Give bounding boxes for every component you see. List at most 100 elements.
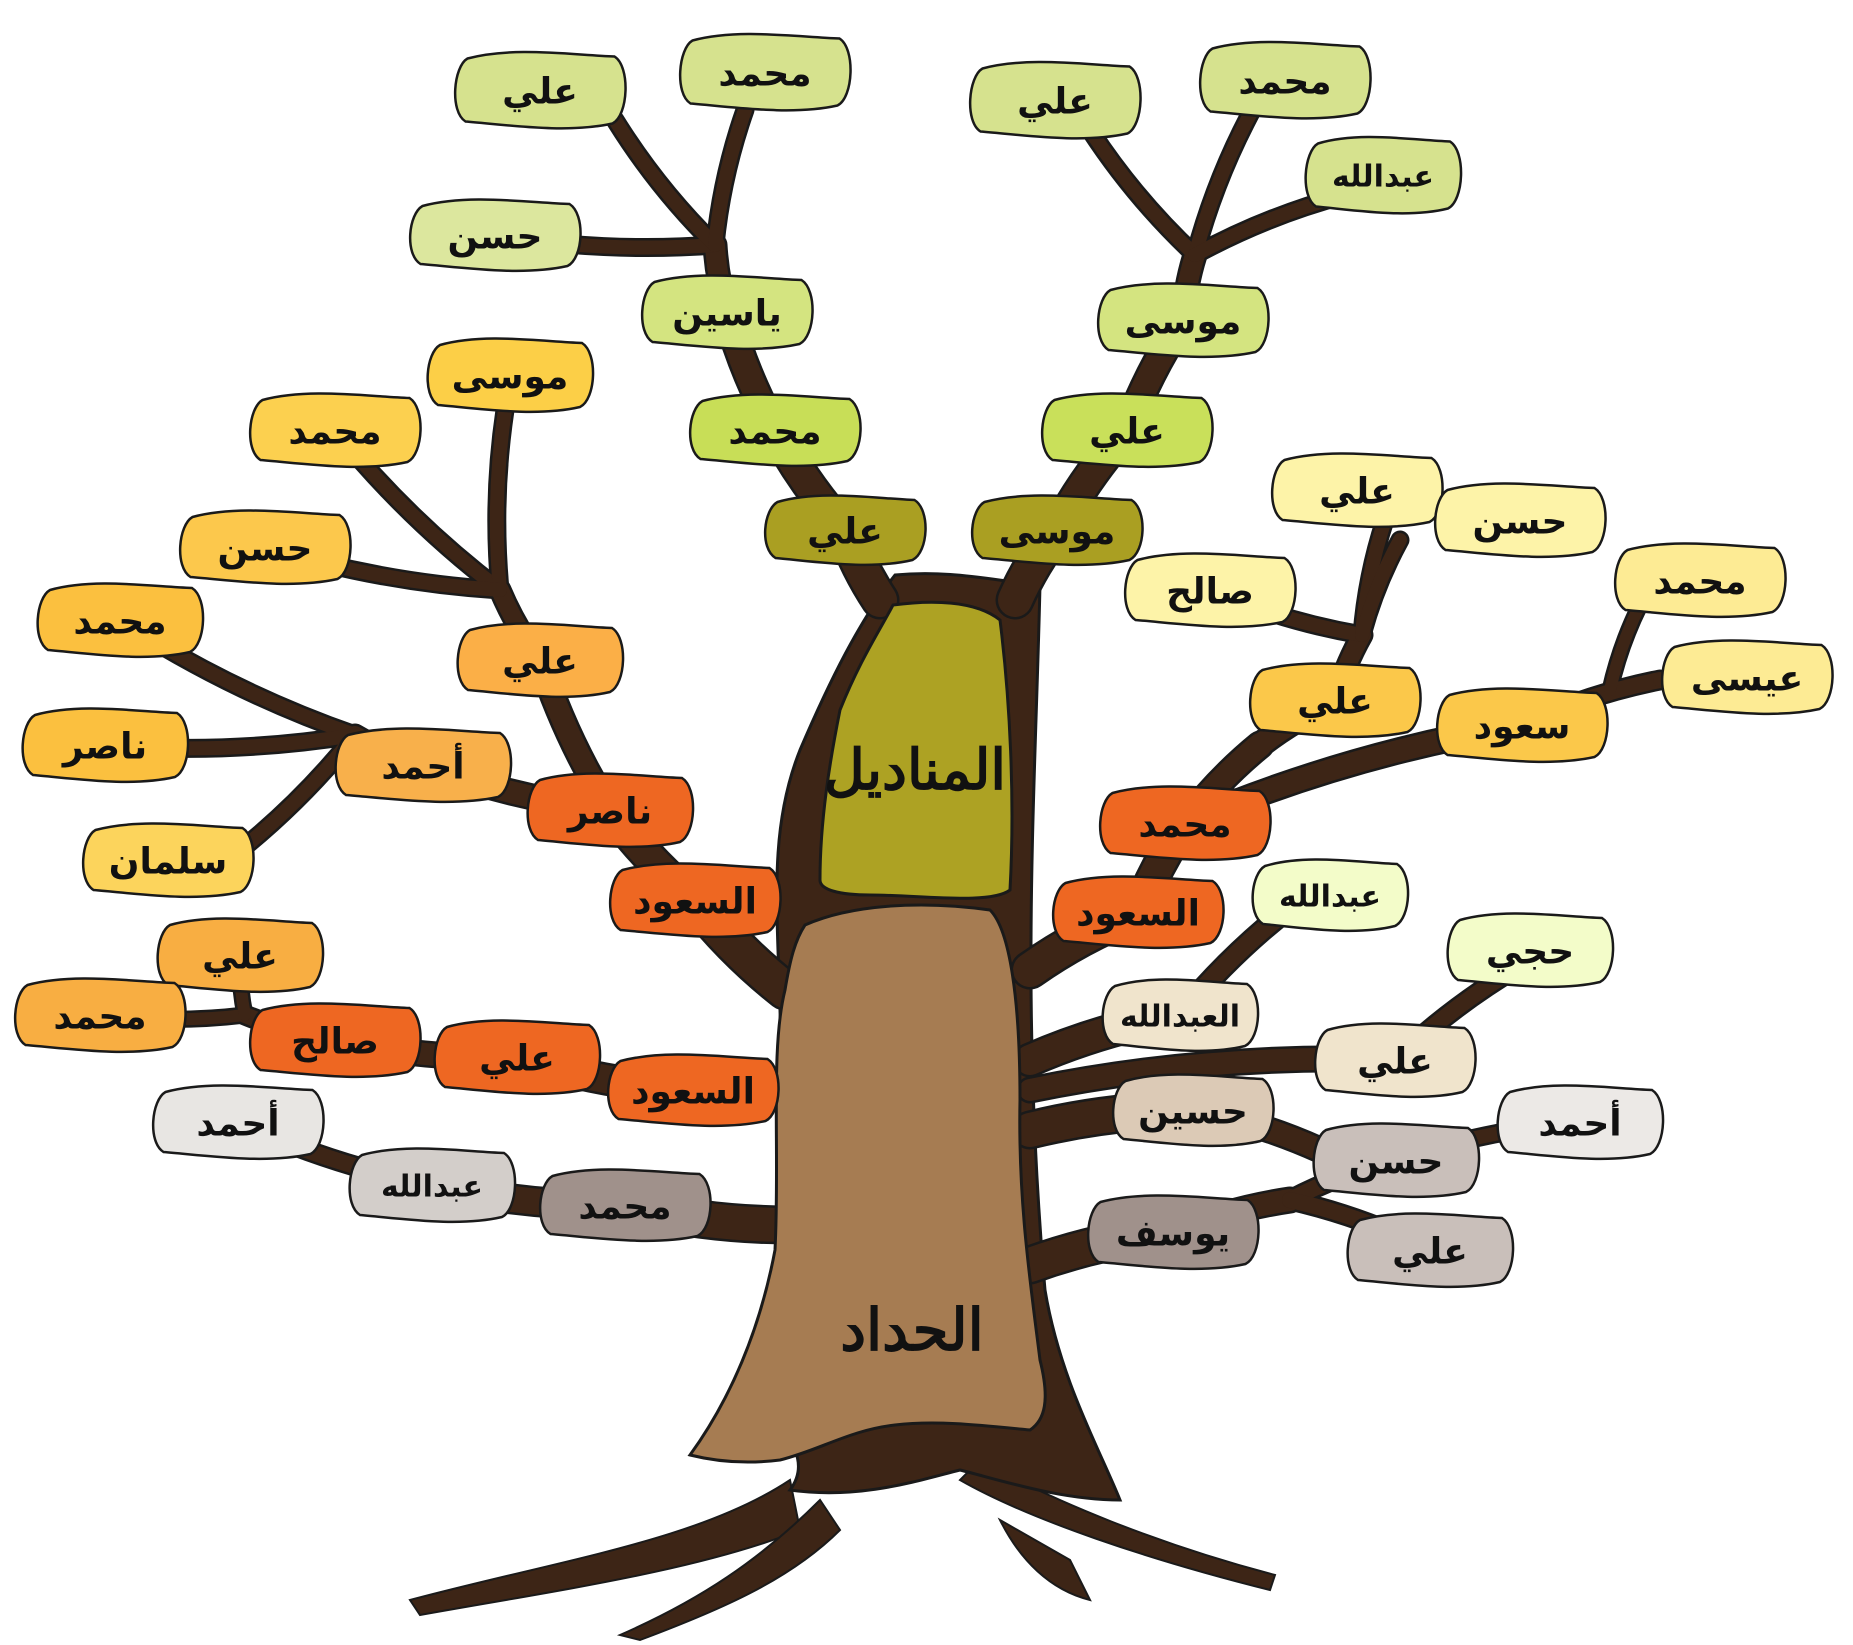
branch (1355, 533, 1407, 642)
name-node-t4: حسن (408, 198, 582, 273)
name-node-label: محمد (1138, 805, 1231, 846)
name-node-label: حسين (1138, 1092, 1248, 1133)
name-node-m4: علي (156, 917, 325, 994)
name-node-shape (453, 50, 627, 130)
branch (1604, 599, 1646, 696)
name-node-u1: موسى (970, 494, 1144, 567)
name-node-shape (970, 494, 1144, 567)
name-node-label: موسى (999, 512, 1116, 553)
name-node-r6: حسن (1433, 482, 1607, 559)
name-node-s7: حسن (1312, 1122, 1481, 1199)
name-node-r4: صالح (1123, 552, 1297, 629)
name-node-shape (1446, 912, 1615, 989)
name-node-label: محمد (578, 1187, 671, 1228)
name-node-shape (1613, 542, 1787, 619)
branch (708, 103, 752, 252)
name-node-shape (456, 622, 625, 699)
name-node-label: علي (807, 512, 883, 553)
name-node-label: أحمد (381, 743, 464, 788)
name-node-shape (151, 1084, 325, 1161)
name-node-label: محمد (718, 54, 811, 95)
name-node-shape (178, 509, 352, 586)
name-node-s4: حجي (1446, 912, 1615, 989)
name-node-shape (156, 917, 325, 994)
name-node-t5: علي (453, 50, 627, 130)
name-node-label: موسى (1125, 302, 1242, 343)
name-node-shape (1346, 1212, 1515, 1289)
name-node-label: عيسى (1691, 659, 1803, 700)
name-node-u4: علي (968, 60, 1142, 140)
name-node-shape (1304, 135, 1463, 215)
name-node-label: حسن (1473, 502, 1568, 543)
name-node-label: عبدالله (1332, 160, 1434, 195)
name-node-shape (21, 707, 190, 784)
name-node-label: علي (202, 937, 278, 978)
name-node-l9: محمد (248, 392, 422, 469)
name-node-label: علي (1297, 682, 1373, 723)
name-node-label: محمد (288, 412, 381, 453)
name-node-shape (348, 1147, 517, 1224)
name-node-label: علي (1089, 412, 1165, 453)
name-node-u2: علي (1040, 392, 1214, 469)
name-node-l7: علي (456, 622, 625, 699)
name-nodes: علي محمد ياسين حسن علي محمد موسى علي موسى علي محمد… (13, 32, 1834, 1289)
name-node-s3: علي (1313, 1022, 1477, 1099)
name-node-label: محمد (728, 412, 821, 453)
name-node-label: سلمان (109, 842, 227, 883)
name-node-l1: السعود (608, 862, 782, 939)
branch (1083, 123, 1202, 262)
name-node-shape (1123, 552, 1297, 629)
name-node-g2: عبدالله (348, 1147, 517, 1224)
name-node-r7: سعود (1435, 687, 1609, 764)
name-node-r1: السعود (1051, 875, 1225, 950)
tree-roots (408, 1458, 1277, 1642)
name-node-label: حسن (218, 529, 313, 570)
trunk-lower-label: الحداد (840, 1296, 984, 1364)
name-node-s2: عبدالله (1251, 858, 1410, 933)
name-node-s9: علي (1346, 1212, 1515, 1289)
name-node-label: ناصر (566, 792, 652, 833)
branch (1188, 98, 1262, 262)
name-node-shape (1660, 639, 1834, 716)
name-node-shape (538, 1168, 712, 1243)
name-node-l2: ناصر (526, 772, 695, 849)
name-node-label: محمد (1653, 562, 1746, 603)
name-node-shape (1040, 392, 1214, 469)
name-node-s1: العبدالله (1101, 978, 1260, 1053)
name-node-label: ناصر (61, 727, 147, 768)
name-node-label: صالح (1166, 572, 1254, 613)
branch (608, 113, 722, 252)
name-node-u6: عبدالله (1304, 135, 1463, 215)
name-node-shape (426, 337, 595, 414)
name-node-shape (1435, 687, 1609, 764)
name-node-shape (1248, 662, 1422, 739)
name-node-shape (526, 772, 695, 849)
name-node-label: العبدالله (1120, 1000, 1240, 1035)
name-node-shape (606, 1053, 780, 1128)
name-node-label: محمد (1238, 62, 1331, 103)
trunk-lower-panel (687, 903, 1047, 1464)
branch (489, 403, 512, 597)
name-node-s5: حسين (1111, 1073, 1275, 1148)
name-node-shape (1086, 1194, 1260, 1271)
name-node-g3: أحمد (151, 1084, 325, 1161)
name-node-m3: صالح (248, 1002, 422, 1079)
name-node-shape (248, 392, 422, 469)
name-node-label: علي (1017, 82, 1093, 123)
name-node-shape (1051, 875, 1225, 950)
name-node-u5: محمد (1198, 40, 1372, 120)
name-node-l4: محمد (36, 582, 205, 659)
name-node-t3: ياسين (640, 274, 814, 351)
name-node-m2: علي (433, 1019, 602, 1096)
trunk-upper-label: المناديل (824, 737, 1006, 803)
name-node-u3: موسى (1096, 282, 1270, 359)
name-node-label: علي (1392, 1232, 1468, 1273)
name-node-l8: حسن (178, 509, 352, 586)
name-node-shape (1496, 1084, 1665, 1161)
name-node-t1: علي (763, 494, 927, 567)
name-node-label: حجي (1486, 932, 1574, 973)
name-node-r9: عيسى (1660, 639, 1834, 716)
name-node-r3: علي (1248, 662, 1422, 739)
